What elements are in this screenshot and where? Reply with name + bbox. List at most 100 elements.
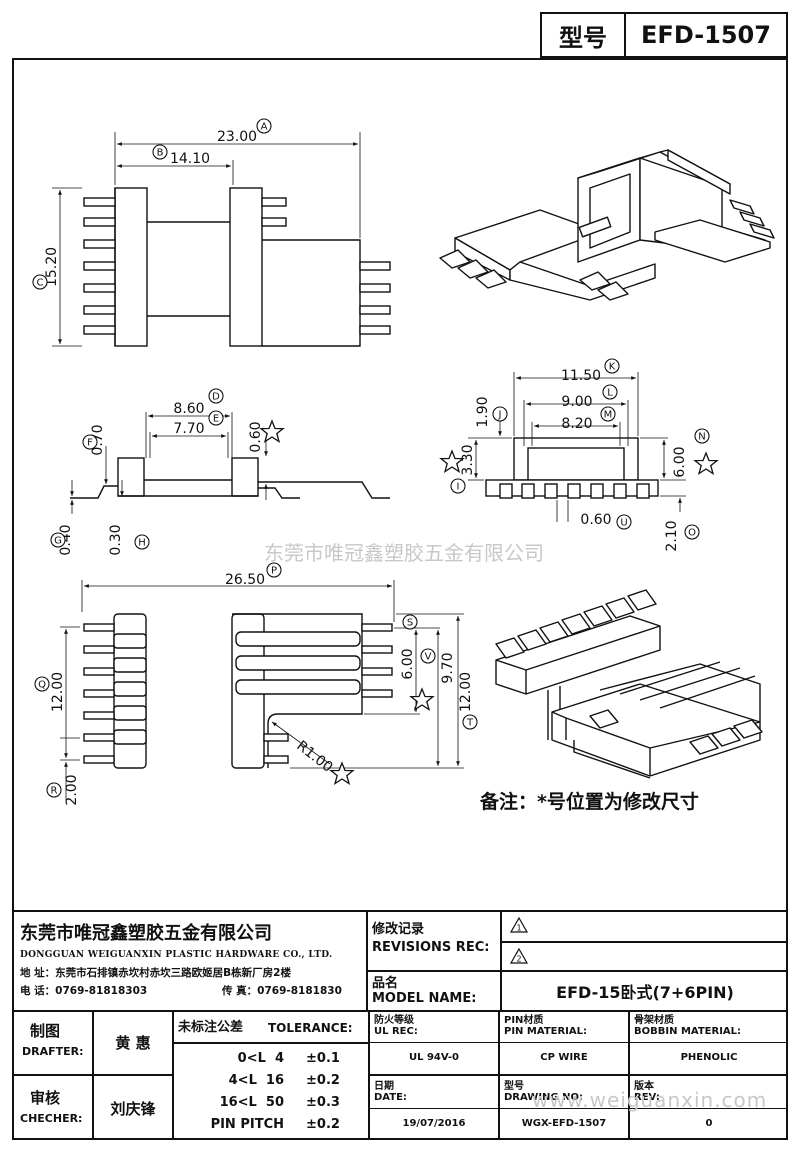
company-fax: 传 真：0769-8181830 (222, 985, 342, 997)
drafter-name: 黄 惠 (115, 1033, 151, 1052)
letter-tag-circle-e (208, 410, 224, 426)
tolerance-row: 0<L 4 ±0.1 (174, 1048, 368, 1070)
drafter-label-cn: 制图 (30, 1022, 61, 1040)
model-value: EFD-1507 (641, 21, 771, 49)
dim-P: 26.50 (225, 572, 265, 588)
tolerance-value: ±0.2 (306, 1117, 340, 1132)
dim-L: 9.00 (561, 394, 592, 410)
tolerance-value: ±0.3 (306, 1095, 340, 1110)
letter-tag-circle-d (208, 388, 224, 404)
letter-tag-u: U (620, 518, 627, 529)
letter-tag-circle-t (462, 714, 478, 730)
letter-tag-p: P (271, 566, 277, 577)
company-address: 地 址：东莞市石排镇赤坎村赤坎三路欧姬居B栋新厂房2楼 (20, 967, 291, 979)
model-name-label-en: MODEL NAME: (372, 991, 477, 1006)
letter-tag-circle-r (46, 782, 62, 798)
letter-tag-o: O (688, 528, 696, 539)
drawing-no-label-en: DRAWING NO: (504, 1092, 583, 1103)
dim-E: 7.70 (173, 421, 204, 437)
letter-tag-circle-v (420, 648, 436, 664)
dim-M: 8.20 (561, 416, 592, 432)
model-name-value: EFD-15卧式(7+6PIN) (556, 983, 734, 1002)
letter-tag-s: S (407, 618, 413, 629)
tolerance-row: PIN PITCH ±0.2 (174, 1114, 368, 1136)
bobbin-material-label-cn: 骨架材质 (634, 1015, 674, 1026)
svg-text:2: 2 (516, 955, 521, 964)
bobbin-material-value: PHENOLIC (680, 1052, 738, 1063)
dim-I: 3.30 (460, 444, 476, 475)
letter-tag-a: A (261, 122, 268, 133)
letter-tag-circle-m (600, 406, 616, 422)
letter-tag-d: D (212, 392, 220, 403)
dim-C: 15.20 (44, 247, 60, 287)
dim-A: 23.00 (217, 129, 257, 145)
letter-tag-k: K (609, 362, 616, 373)
tolerance-title-en: TOLERANCE: (268, 1021, 353, 1035)
pin-material-label-en: PIN MATERIAL: (504, 1026, 587, 1037)
dim-J: 1.90 (475, 396, 491, 427)
rev-label-cn: 版本 (634, 1081, 654, 1092)
revisions-label-cn: 修改记录 (372, 922, 425, 937)
drafter-label-en: DRAFTER: (22, 1045, 84, 1058)
letter-tag-circle-g (50, 532, 66, 548)
letter-tag-e: E (213, 414, 219, 425)
dim-K: 11.50 (561, 368, 601, 384)
side-view (70, 412, 390, 514)
watermark-company: 东莞市唯冠鑫塑胶五金有限公司 (264, 541, 544, 565)
letter-tag-circle-s (402, 614, 418, 630)
title-block: 东莞市唯冠鑫塑胶五金有限公司 DONGGUAN WEIGUANXIN PLAST… (12, 910, 788, 1140)
dim-N: 6.00 (672, 446, 688, 477)
tolerance-value: ±0.2 (306, 1073, 340, 1088)
checker-label-en: CHECHER: (20, 1112, 83, 1125)
letter-tag-j: J (498, 410, 502, 421)
letter-tag-v: V (425, 652, 432, 663)
date-label-en: DATE: (374, 1092, 407, 1103)
letter-tag-l: L (607, 388, 613, 399)
top-view (52, 132, 391, 347)
letter-tag-circle-i (450, 478, 466, 494)
ul-label-en: UL REC: (374, 1026, 418, 1037)
dim-D: 8.60 (173, 401, 204, 417)
tolerance-range: PIN PITCH (210, 1117, 284, 1132)
company-name-cn: 东莞市唯冠鑫塑胶五金有限公司 (20, 923, 272, 944)
rev-value: 0 (705, 1118, 713, 1129)
model-number-box: 型号 EFD-1507 (540, 12, 788, 58)
note-text: 备注：*号位置为修改尺寸 (479, 790, 699, 813)
dim-H: 0.30 (108, 524, 124, 555)
tolerance-row: 16<L 50±0.3 (174, 1092, 368, 1114)
letter-tag-circle-h (134, 534, 150, 550)
bottom-view (60, 580, 464, 800)
letter-tag-circle-o (684, 524, 700, 540)
tolerance-range: 0<L 4 (237, 1051, 284, 1066)
letter-tag-i: I (457, 482, 460, 493)
letter-tag-circle-b (152, 144, 168, 160)
letter-tag-circle-j (492, 406, 508, 422)
letter-tag-circle-l (602, 384, 618, 400)
ul-value: UL 94V-0 (408, 1052, 459, 1063)
letter-tag-b: B (157, 148, 164, 159)
letter-tag-circle-a (256, 118, 272, 134)
tolerance-value: ±0.1 (306, 1051, 340, 1066)
end-view (468, 372, 686, 522)
letter-tag-h: H (138, 538, 146, 549)
letter-tag-circle-p (266, 562, 282, 578)
letter-tag-circle-n (694, 428, 710, 444)
dim-W: 9.70 (440, 652, 456, 683)
watermark-website: www.weiguanxin.com (532, 1088, 768, 1112)
model-name-label-cn: 品名 (372, 976, 399, 991)
dim-G: 0.40 (58, 524, 74, 555)
model-label: 型号 (542, 14, 626, 56)
dim-V: 6.00 (400, 648, 416, 679)
dim-T: 12.00 (458, 672, 474, 712)
letter-tag-circle-k (604, 358, 620, 374)
letter-tag-n: N (698, 432, 705, 443)
letter-tag-circle-u (616, 514, 632, 530)
letter-tag-t: T (466, 718, 474, 729)
date-label-cn: 日期 (374, 1081, 394, 1092)
revision-2-triangle-icon: 2 (510, 948, 528, 964)
checker-name: 刘庆锋 (110, 1099, 156, 1118)
dim-O: 2.10 (664, 520, 680, 551)
pin-material-value: CP WIRE (540, 1052, 588, 1063)
